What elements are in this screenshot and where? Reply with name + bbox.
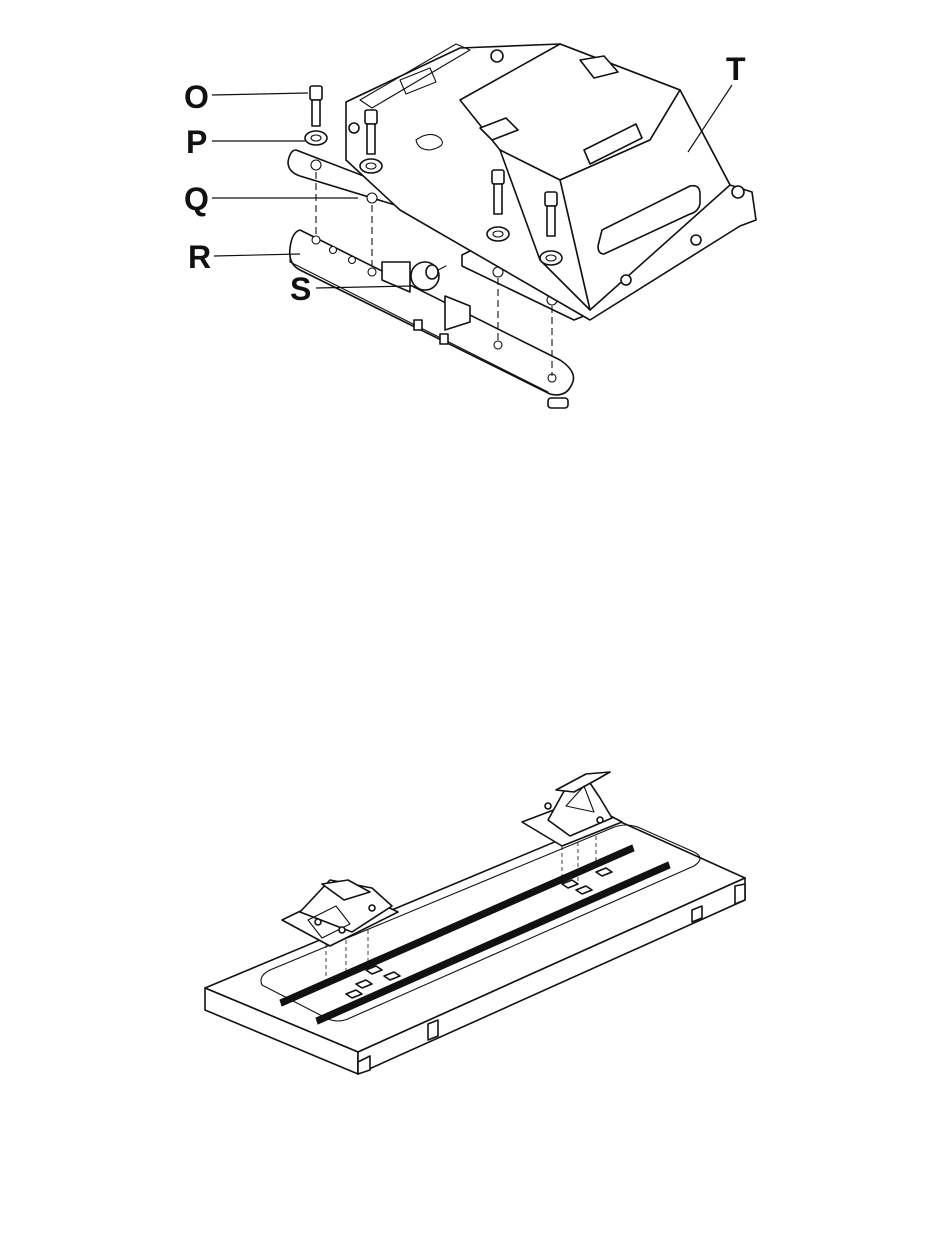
callout-q: Q xyxy=(184,181,209,217)
top-exploded-assembly: O P Q R S T xyxy=(184,44,756,408)
base-plate xyxy=(205,818,745,1074)
bottom-base-assembly xyxy=(205,772,745,1074)
callout-t: T xyxy=(726,51,746,87)
bolt xyxy=(545,192,557,236)
bolt xyxy=(492,170,504,214)
callout-s: S xyxy=(290,271,311,307)
callout-o: O xyxy=(184,79,209,115)
callout-r: R xyxy=(188,239,211,275)
bolt xyxy=(310,86,322,126)
bolt xyxy=(365,110,377,154)
callout-p: P xyxy=(186,124,207,160)
